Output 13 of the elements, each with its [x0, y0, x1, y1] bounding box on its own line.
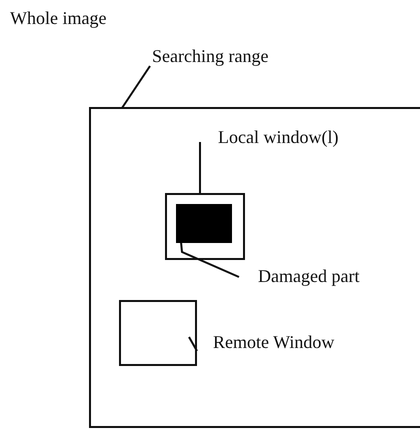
remote-window-label: Remote Window — [196, 331, 361, 355]
remote-window-box — [119, 300, 197, 366]
leader-line — [199, 142, 201, 193]
damaged-part-label: Damaged part — [238, 265, 378, 289]
image-title: Whole image — [10, 7, 106, 29]
local-window-label: Local window(l) — [196, 126, 356, 150]
leader-line — [180, 242, 240, 278]
local-window-box — [165, 193, 245, 260]
leader-line — [188, 336, 198, 352]
searching-range-box — [89, 107, 420, 428]
searching-range-label: Searching range — [150, 45, 290, 69]
leader-line — [121, 65, 151, 109]
damaged-part-block — [176, 204, 232, 243]
